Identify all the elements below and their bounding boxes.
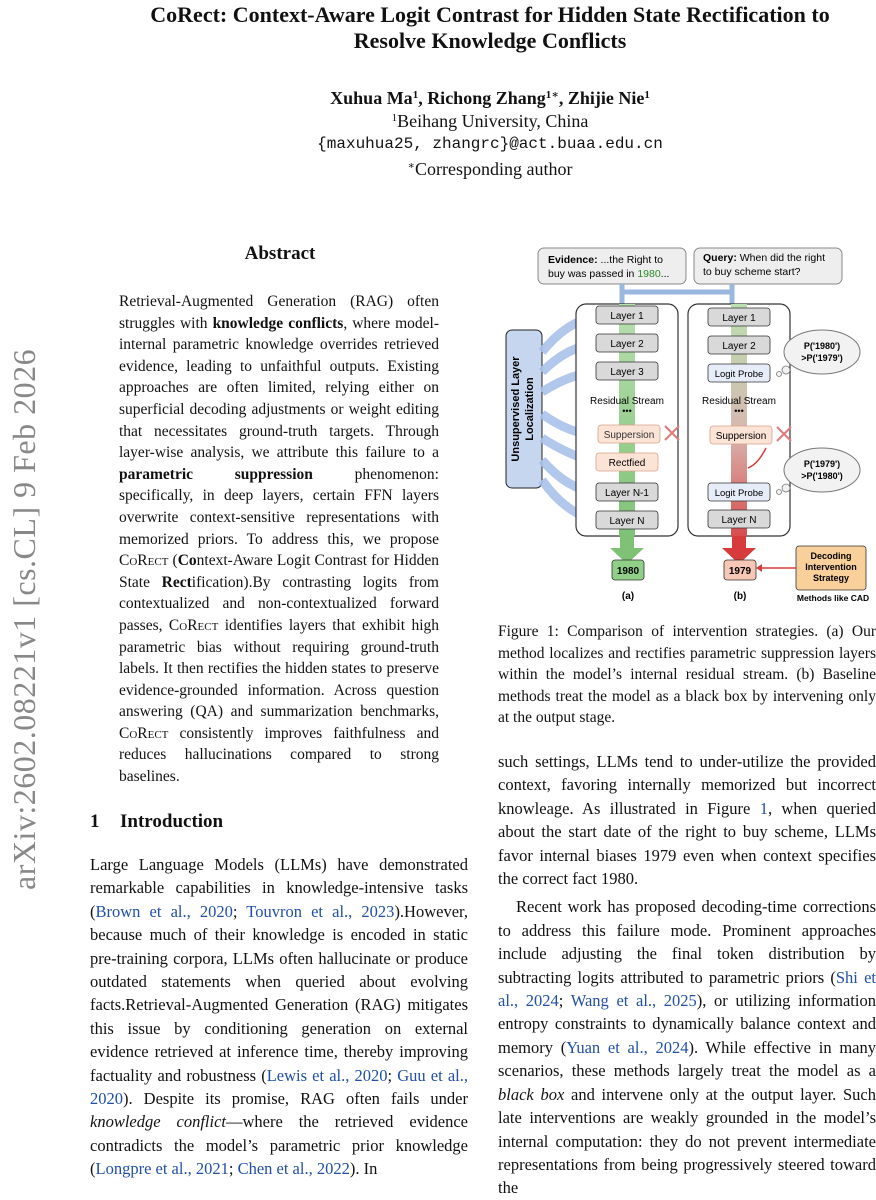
panel-label-a: (a): [622, 591, 634, 602]
section-heading: 1 Introduction: [90, 811, 223, 833]
corresponding-text: Corresponding author: [415, 159, 573, 179]
decoding-strategy-box: Decoding Intervention Strategy Methods l…: [756, 545, 869, 603]
query-box: Query: When did the right to buy scheme …: [693, 247, 843, 285]
layer-label: Layer 3: [610, 367, 644, 378]
svg-text:•••: •••: [622, 406, 631, 416]
figure-1-diagram: Evidence: ...the Right to buy was passed…: [505, 247, 869, 603]
cross-icon: [664, 425, 680, 441]
methods-like-label: Methods like CAD: [797, 593, 869, 603]
layer-label: Layer 1: [610, 311, 644, 322]
intro-paragraph: Large Language Models (LLMs) have demons…: [90, 855, 469, 1179]
arxiv-stamp: arXiv:2602.08221v1 [cs.CL] 9 Feb 2026: [0, 0, 60, 1200]
citation-link[interactable]: Touvron et al., 2023: [246, 901, 395, 921]
cross-icon: [776, 426, 792, 442]
svg-text:>P('1980'): >P('1980'): [801, 471, 843, 481]
citation-link[interactable]: Shi et al., 2024: [498, 967, 876, 1011]
query-label: Query:: [703, 252, 737, 264]
citation-link[interactable]: Chen et al., 2022: [237, 1159, 350, 1179]
author-name: Zhijie Nie: [567, 88, 645, 108]
evidence-box: Evidence: ...the Right to buy was passed…: [537, 247, 687, 285]
layer-label: Layer 2: [610, 339, 644, 350]
title-line-1: CoRect: Context-Aware Logit Contrast for…: [150, 2, 830, 27]
layer-label: Layer 1: [722, 313, 756, 324]
svg-text:P('1980'): P('1980'): [804, 341, 840, 351]
output-b: 1979 (b): [723, 559, 757, 602]
arxiv-id: arXiv:2602.08221v1 [cs.CL] 9 Feb 2026: [6, 348, 42, 890]
svg-text:>P('1979'): >P('1979'): [801, 353, 843, 363]
input-connector: [619, 284, 735, 304]
figure-caption: Figure 1: Comparison of intervention str…: [498, 623, 876, 726]
suppression-label: Suppersion: [604, 430, 655, 441]
citation-link[interactable]: Longpre et al., 2021: [95, 1159, 229, 1179]
citation-link[interactable]: Lewis et al., 2020: [266, 1065, 388, 1085]
author-name: Xuhua Ma: [330, 88, 413, 108]
section-title: Introduction: [120, 811, 224, 832]
layer-label: Layer N: [721, 515, 756, 526]
localization-label: Unsupervised Layer Localization: [505, 329, 543, 489]
svg-text:Evidence: ...the Right to: Evidence: ...the Right to: [548, 254, 663, 266]
svg-text:P('1979'): P('1979'): [804, 459, 840, 469]
svg-text:Strategy: Strategy: [813, 573, 849, 583]
citation-link[interactable]: Yuan et al., 2024: [566, 1037, 689, 1057]
affil-mark: 1: [391, 112, 398, 124]
layer-label: Layer N: [609, 516, 644, 527]
svg-text:Localization: Localization: [524, 377, 536, 441]
evidence-text: ...the Right to: [601, 254, 664, 266]
probe-bubble-2: P('1979') >P('1980'): [776, 447, 861, 495]
rectified-label: Rectfied: [609, 458, 646, 469]
panel-label-b: (b): [734, 591, 747, 602]
affiliation-text: Beihang University, China: [397, 111, 589, 131]
paragraph: Recent work has proposed decoding-time c…: [498, 897, 876, 1198]
svg-text:Intervention: Intervention: [805, 562, 857, 572]
author-name: Richong Zhang: [427, 88, 546, 108]
svg-text:•••: •••: [734, 406, 743, 416]
author-affil-mark: 1: [412, 89, 419, 101]
evidence-label: Evidence:: [548, 254, 598, 266]
evidence-year: 1980: [637, 268, 661, 280]
title-line-2: Resolve Knowledge Conflicts: [353, 28, 627, 53]
query-text: to buy scheme start?: [703, 266, 801, 278]
layers-b: Layer 1 Layer 2 Logit Probe Residual Str…: [702, 307, 792, 529]
output-arrow-a: [610, 536, 644, 564]
logit-probe-label: Logit Probe: [715, 369, 764, 380]
affiliation: 1Beihang University, China: [60, 111, 876, 132]
citation-link[interactable]: Brown et al., 2020: [95, 901, 233, 921]
suppression-label: Suppersion: [716, 431, 767, 442]
svg-text:Query: When did the right: Query: When did the right: [703, 252, 825, 264]
svg-text:1980: 1980: [617, 566, 640, 577]
section-number: 1: [90, 811, 100, 832]
paragraph: such settings, LLMs tend to under-utiliz…: [498, 752, 876, 889]
layers-a: Layer 1 Layer 2 Layer 3 Residual Stream …: [590, 305, 680, 530]
logit-probe-label: Logit Probe: [715, 488, 764, 499]
output-a: 1980 (a): [611, 559, 645, 602]
figure-ref-link[interactable]: 1: [759, 798, 768, 818]
corresponding-author: ∗Corresponding author: [60, 159, 876, 180]
abstract-heading: Abstract: [244, 243, 316, 264]
svg-text:Unsupervised Layer: Unsupervised Layer: [510, 356, 522, 462]
author-list: Xuhua Ma1, Richong Zhang1∗, Zhijie Nie1: [330, 88, 650, 108]
abstract-body: Retrieval-Augmented Generation (RAG) oft…: [119, 293, 439, 786]
author-affil-mark: 1∗: [545, 89, 559, 101]
citation-link[interactable]: Guu et al., 2020: [90, 1065, 469, 1109]
paper-title: CoRect: Context-Aware Logit Contrast for…: [60, 2, 876, 54]
output-arrow-b: [722, 536, 756, 564]
author-affil-mark: 1: [644, 89, 650, 101]
svg-text:buy was passed in 1980...: buy was passed in 1980...: [548, 268, 669, 280]
residual-stream-label: Residual Stream: [702, 396, 776, 407]
layer-label: Layer N-1: [605, 488, 649, 499]
probe-bubble-1: P('1980') >P('1979'): [776, 329, 861, 377]
corresponding-mark: ∗: [407, 160, 415, 172]
author-email: {maxuhua25, zhangrc}@act.buaa.edu.cn: [317, 135, 663, 153]
residual-stream-label: Residual Stream: [590, 396, 664, 407]
citation-link[interactable]: Wang et al., 2025: [570, 991, 697, 1011]
svg-text:Decoding: Decoding: [810, 551, 851, 561]
right-column-text: such settings, LLMs tend to under-utiliz…: [498, 750, 876, 1200]
layer-label: Layer 2: [722, 341, 756, 352]
svg-text:1979: 1979: [729, 566, 752, 577]
